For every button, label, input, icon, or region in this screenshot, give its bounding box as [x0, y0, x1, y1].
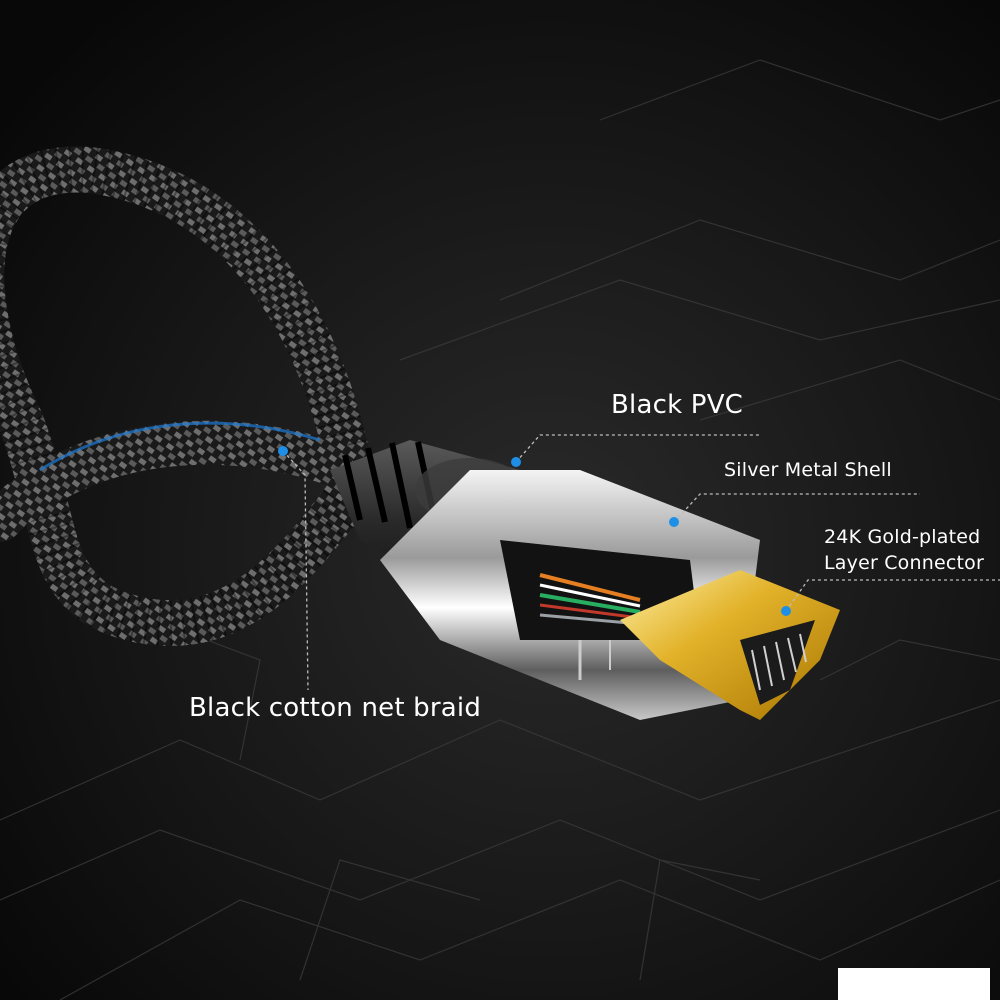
- shell-marker-dot: [669, 517, 679, 527]
- gold-connector-label: 24K Gold-plated Layer Connector: [824, 524, 984, 576]
- gold-label-line1: 24K Gold-plated: [824, 526, 981, 548]
- black-pvc-label: Black PVC: [611, 390, 744, 420]
- pvc-leader: [515, 434, 760, 463]
- gold-marker-dot: [781, 606, 791, 616]
- gold-label-line2: Layer Connector: [824, 552, 985, 574]
- braid-label: Black cotton net braid: [189, 693, 482, 723]
- corner-white-box: [838, 968, 990, 1000]
- leader-lines: [282, 434, 1000, 691]
- gold-leader: [785, 579, 1000, 612]
- braid-marker-dot: [278, 446, 288, 456]
- braided-cable: [0, 146, 383, 647]
- marker-dots: [278, 446, 791, 616]
- braid-leader: [282, 450, 309, 691]
- pvc-marker-dot: [511, 457, 521, 467]
- silver-metal-shell-label: Silver Metal Shell: [724, 459, 892, 481]
- shell-leader: [673, 493, 920, 523]
